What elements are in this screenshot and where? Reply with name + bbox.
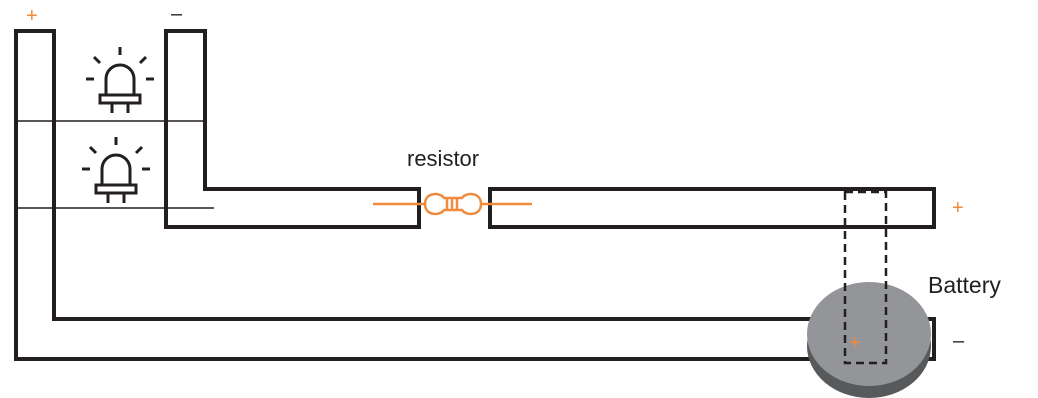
middle-tape-strip (164, 29, 421, 229)
led-icon (86, 47, 154, 113)
right-minus-label: – (953, 330, 965, 352)
left-minus-label: – (171, 3, 183, 25)
led-icon (82, 137, 150, 203)
left-plus-label: + (26, 5, 38, 27)
battery-label: Battery (928, 272, 1001, 298)
resistor-icon (373, 192, 532, 216)
battery-plus-label: + (849, 332, 861, 354)
resistor-label: resistor (407, 146, 480, 171)
right-tape-strip (488, 187, 936, 229)
battery-fold-outline (843, 190, 888, 365)
battery-icon (807, 282, 931, 398)
right-plus-label: + (952, 197, 964, 219)
